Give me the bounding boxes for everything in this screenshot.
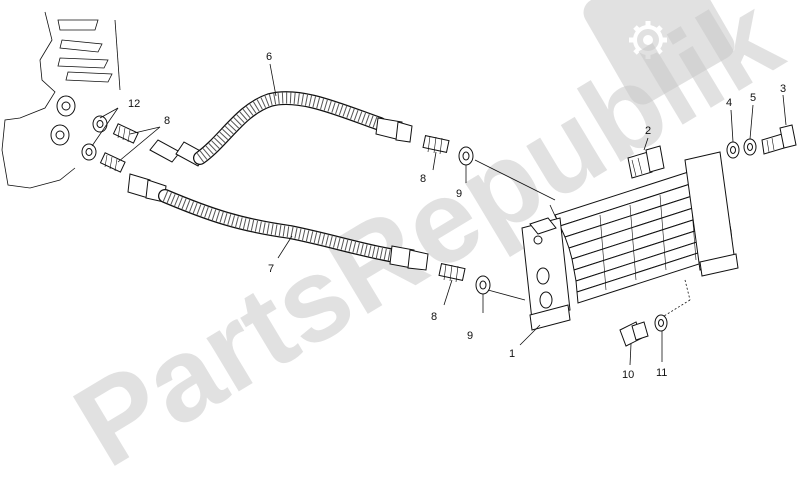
leader-lines: [91, 63, 787, 366]
callout-8-engine: 8: [164, 115, 170, 127]
oil-hose-7: [127, 173, 429, 271]
drain-plug-10: [619, 321, 649, 347]
callout-9-upper: 9: [456, 188, 462, 200]
fitting-8-cooler-upper: [422, 135, 450, 155]
fitting-8-cooler-lower: [438, 263, 466, 283]
washer-12-upper: [92, 115, 108, 133]
washer-12-lower: [81, 143, 97, 161]
callout-1: 1: [509, 348, 515, 360]
callout-11: 11: [656, 367, 667, 379]
callout-12: 12: [128, 98, 140, 110]
oil-cooler: [521, 151, 739, 331]
oil-hose-6: [149, 91, 413, 167]
callout-7: 7: [268, 263, 274, 275]
bolt-2: [627, 145, 665, 179]
washer-11: [654, 314, 668, 332]
fitting-8-engine-lower: [99, 152, 126, 173]
callout-9-lower: 9: [467, 330, 473, 342]
screw-3: [761, 124, 797, 155]
washer-4: [726, 141, 740, 159]
callout-8-cooler-lower: 8: [431, 311, 437, 323]
engine-block-fragment: [1, 11, 121, 189]
washer-5: [743, 138, 757, 156]
washer-9-lower: [475, 275, 491, 295]
fitting-8-engine-upper: [112, 123, 139, 144]
gear-icon: [629, 21, 667, 59]
callout-3: 3: [780, 83, 786, 95]
washer-9-upper: [458, 146, 474, 166]
callout-6: 6: [266, 51, 272, 63]
callout-4: 4: [726, 97, 732, 109]
callout-8-cooler-upper: 8: [420, 173, 426, 185]
callout-2: 2: [645, 125, 651, 137]
watermark-logo: [583, 0, 735, 105]
callout-5: 5: [750, 92, 756, 104]
callout-10: 10: [622, 369, 634, 381]
callout-labels: 1 2 3 4 5 6 7 8 8 8 9 9 10 11 12: [128, 51, 786, 381]
